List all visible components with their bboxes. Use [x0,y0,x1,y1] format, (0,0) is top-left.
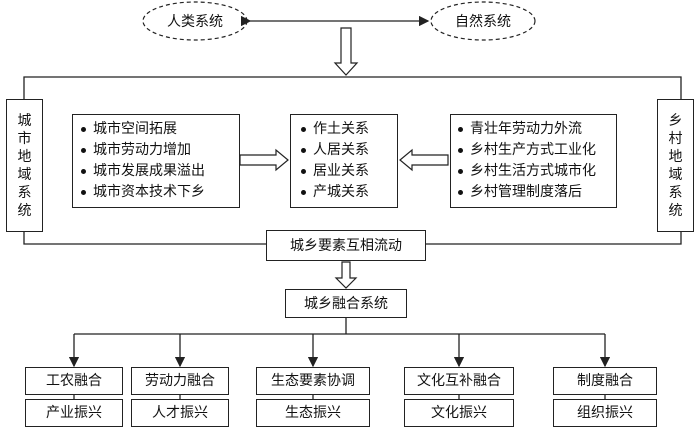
urban-factor: 城市空间拓展 [81,119,239,140]
relation-item: 作土关系 [301,119,397,140]
urban-char: 系 [17,184,32,201]
rural-char: 地 [668,148,683,165]
top-down-hollow-arrow [333,27,359,76]
revival-box-2: 人才振兴 [131,399,229,427]
rural-to-relations-arrow [399,148,449,172]
fusion-box-1: 工农融合 [25,367,123,395]
rural-factors-box: 青壮年劳动力外流 乡村生产方式工业化 乡村生活方式城市化 乡村管理制度落后 [450,114,617,208]
rural-char: 村 [668,130,683,147]
urban-factor: 城市劳动力增加 [81,140,239,161]
urban-factor: 城市发展成果溢出 [81,161,239,182]
rural-factor: 乡村生产方式工业化 [458,140,616,161]
factor-flow-box: 城乡要素互相流动 [266,230,426,261]
rural-char: 乡 [668,112,683,129]
rural-char: 统 [668,202,683,219]
rural-region-system-box: 乡 村 地 域 系 统 [657,99,694,232]
urban-char: 域 [17,166,32,183]
urban-factors-box: 城市空间拓展 城市劳动力增加 城市发展成果溢出 城市资本技术下乡 [72,114,240,208]
urban-char: 统 [17,202,32,219]
urban-char: 市 [17,130,32,147]
fusion-box-3: 生态要素协调 [256,367,370,395]
natural-system-label: 自然系统 [455,14,511,30]
human-system-label: 人类系统 [167,14,223,30]
integration-system-box: 城乡融合系统 [285,289,407,318]
revival-box-3: 生态振兴 [256,399,370,427]
urban-to-relations-arrow [239,148,289,172]
relation-item: 产城关系 [301,182,397,203]
outer-frame-bottom-right [426,231,682,245]
rural-char: 系 [668,184,683,201]
relation-item: 人居关系 [301,140,397,161]
fusion-box-5: 制度融合 [553,367,657,395]
outer-frame-top [23,76,682,99]
relations-box: 作土关系 人居关系 居业关系 产城关系 [290,114,398,208]
urban-region-system-box: 城 市 地 域 系 统 [6,99,43,232]
outer-frame-bottom-left [23,231,266,245]
rural-factor: 乡村生活方式城市化 [458,161,616,182]
rural-char: 域 [668,166,683,183]
fusion-box-2: 劳动力融合 [131,367,229,395]
urban-char: 地 [17,148,32,165]
fusion-box-4: 文化互补融合 [404,367,514,395]
revival-box-5: 组织振兴 [553,399,657,427]
flow-to-integration-arrow [334,261,358,289]
revival-box-1: 产业振兴 [25,399,123,427]
natural-system-ellipse [430,1,536,41]
urban-factor: 城市资本技术下乡 [81,182,239,203]
revival-box-4: 文化振兴 [404,399,514,427]
relation-item: 居业关系 [301,161,397,182]
urban-char: 城 [17,112,32,129]
rural-factor: 青壮年劳动力外流 [458,119,616,140]
rural-factor: 乡村管理制度落后 [458,182,616,203]
